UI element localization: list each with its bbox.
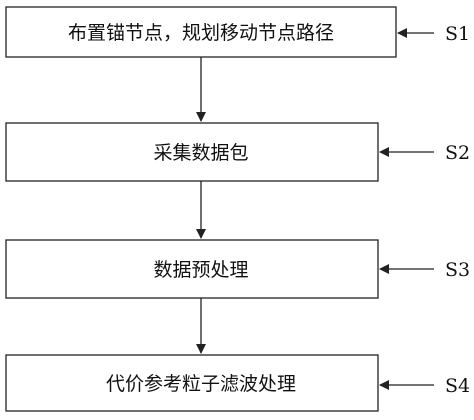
step-1-box	[5, 6, 397, 58]
step-2: 采集数据包 S2	[5, 122, 470, 182]
step-3: 数据预处理 S3	[5, 239, 470, 299]
step-3-box	[5, 239, 379, 299]
step-4: 代价参考粒子滤波处理 S4	[5, 354, 470, 412]
step-4-tag: S4	[445, 375, 470, 397]
step-4-label: 代价参考粒子滤波处理	[106, 373, 296, 395]
step-1: 布置锚节点，规划移动节点路径 S1	[5, 6, 470, 58]
step-3-label: 数据预处理	[153, 259, 248, 281]
step-1-label: 布置锚节点，规划移动节点路径	[68, 22, 334, 44]
step-2-tag: S2	[445, 142, 470, 164]
step-4-box	[5, 354, 379, 412]
step-1-tag: S1	[445, 23, 470, 45]
step-2-box	[5, 122, 379, 182]
step-2-label: 采集数据包	[153, 142, 248, 164]
step-3-tag: S3	[445, 259, 470, 281]
